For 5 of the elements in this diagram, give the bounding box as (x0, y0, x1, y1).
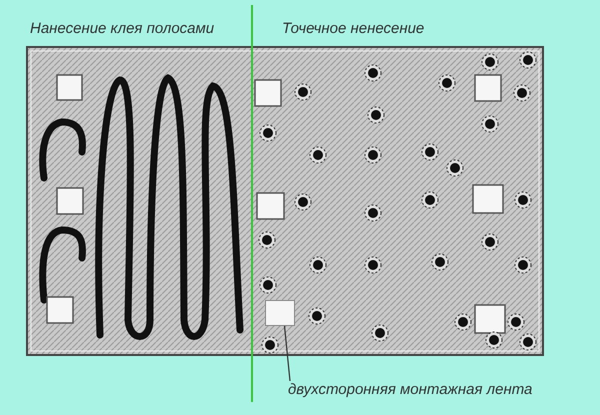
tape-square (265, 300, 295, 326)
heading-label: Точечное ненесение (282, 20, 424, 37)
leader-line (284, 326, 291, 382)
callout-label: двухсторонняя монтажная лента (288, 381, 548, 401)
heading-label: Нанесение клея полосами (30, 20, 214, 37)
